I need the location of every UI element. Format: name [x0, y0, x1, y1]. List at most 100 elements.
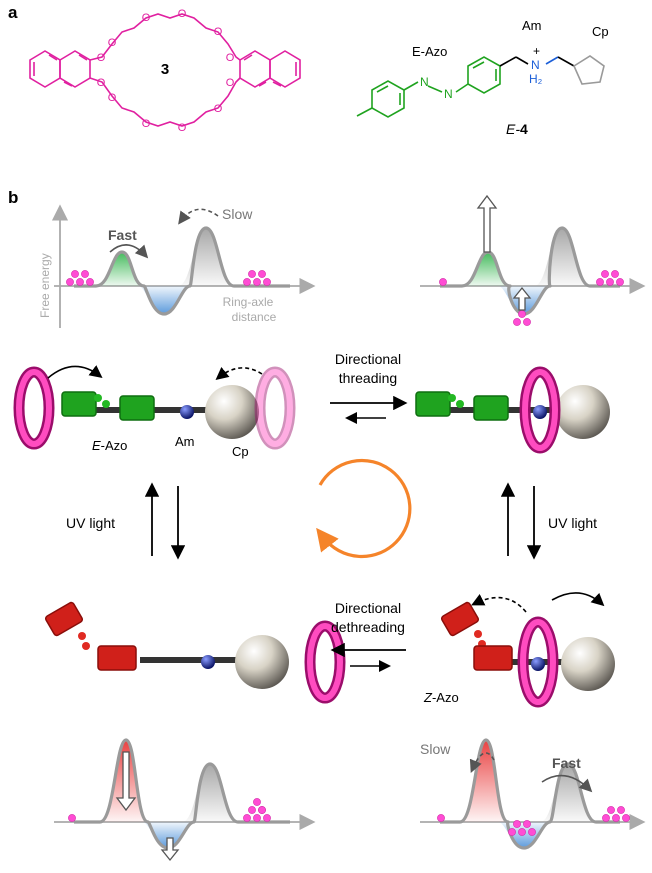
slow-label-top: Slow — [222, 206, 253, 222]
ammonium-charge-label: + — [533, 44, 540, 58]
ring-population-dot — [253, 278, 261, 286]
ring-population-dot — [243, 814, 251, 822]
ring-population-dot — [66, 278, 74, 286]
directional-dethreading-label-2: dethreading — [331, 619, 405, 635]
crown-ether-oxygen-labels: O O O O O O O O O O O O — [97, 8, 235, 134]
slow-arrow-bottom — [469, 752, 495, 773]
ring-population-dot — [523, 820, 531, 828]
well-fill — [138, 286, 190, 314]
oxygen-label: O — [142, 12, 151, 24]
ring-population-dot — [71, 270, 79, 278]
e-azo-axle-threaded — [415, 385, 610, 439]
panel-label-a: a — [8, 3, 18, 22]
hollow-arrow-up-tr-large — [476, 194, 498, 253]
hollow-arrow-up-tr-small — [512, 286, 532, 311]
am-label-b: Am — [175, 434, 195, 449]
fast-arrow-bottom — [541, 774, 593, 793]
ammonium-nitrogen-label: N — [531, 58, 540, 72]
ring-population-dot — [612, 814, 620, 822]
z-azo-axle-threaded — [440, 601, 615, 691]
oxygen-label: O — [214, 103, 223, 115]
cp-label-b: Cp — [232, 444, 249, 459]
energy-profile-top-right — [420, 226, 646, 326]
ring-population-dot — [518, 828, 526, 836]
slow-label-bottom: Slow — [420, 741, 451, 757]
ring-population-dot — [437, 814, 445, 822]
ring-population-dot — [513, 820, 521, 828]
ring-population-dot — [86, 278, 94, 286]
magenta-ring-threaded-top — [519, 366, 561, 454]
panel-label-b: b — [8, 188, 18, 207]
ring-population-dot — [253, 814, 261, 822]
z-azo-axle-bottom-left — [44, 601, 289, 689]
z-azo-label: Z-Azo — [423, 690, 459, 705]
ring-axle-distance-label-line1: Ring-axle — [223, 295, 274, 309]
slow-arrow-top — [178, 208, 219, 225]
ring-population-dot — [81, 270, 89, 278]
ring-population-dot — [263, 278, 271, 286]
ring-population-dot — [263, 814, 271, 822]
well-fill — [142, 822, 194, 848]
ammonium-h2-label: H₂ — [529, 72, 543, 86]
ring-population-dot — [513, 318, 521, 326]
energy-curve — [74, 226, 290, 316]
ring-population-dot — [439, 278, 447, 286]
axle-compound-label: E-4 — [506, 121, 528, 137]
oxygen-label: O — [108, 37, 117, 49]
fast-arrow-top — [109, 244, 149, 259]
uv-light-label-right: UV light — [548, 515, 597, 531]
ring-population-dot — [602, 814, 610, 822]
crown-ether-3-structure — [29, 13, 301, 127]
energy-profile-bottom-left — [54, 738, 316, 850]
azo-nitrogen-label: N — [444, 87, 453, 101]
threading-arrow-solid — [47, 365, 103, 379]
axle-atom-labels: N N N + H₂ — [420, 44, 543, 101]
cp-label-a: Cp — [592, 24, 609, 39]
oxygen-label: O — [178, 8, 187, 20]
ring-population-dot — [601, 270, 609, 278]
magenta-ring-left — [13, 366, 55, 450]
ring-population-dot — [76, 278, 84, 286]
threading-arrow-dashed — [215, 366, 263, 381]
fast-label-top: Fast — [108, 227, 137, 243]
hollow-arrow-down-bl-large — [115, 751, 137, 812]
oxygen-label: O — [97, 52, 106, 64]
azo-nitrogen-label: N — [420, 75, 429, 89]
e-azo-label-b: E-Azo — [92, 438, 127, 453]
oxygen-label: O — [108, 92, 117, 104]
e-azo-label-a: E-Azo — [412, 44, 447, 59]
ring-population-dot — [606, 278, 614, 286]
axle-e4-structure — [356, 55, 605, 118]
directional-threading-label-1: Directional — [335, 351, 401, 367]
ring-population-dot — [528, 828, 536, 836]
ring-population-dot — [616, 278, 624, 286]
e-azo-axle-top-left — [61, 385, 259, 439]
ring-population-dot — [248, 806, 256, 814]
energy-profile-top-left — [51, 204, 316, 328]
magenta-ring-threaded-bottom — [517, 616, 559, 708]
ring-population-dot — [596, 278, 604, 286]
directional-dethreading-label-1: Directional — [335, 600, 401, 616]
dethreading-arrow-solid — [551, 592, 605, 607]
ring-axle-distance-label-line2: distance — [232, 310, 277, 324]
free-energy-axis-label: Free energy — [38, 253, 52, 318]
ring-population-dot — [258, 270, 266, 278]
magenta-ring-free-bottom — [304, 620, 346, 704]
crown-ether-number: 3 — [161, 61, 169, 78]
oxygen-label: O — [97, 77, 106, 89]
uv-light-label-left: UV light — [66, 515, 115, 531]
ring-population-dot — [523, 318, 531, 326]
oxygen-label: O — [142, 118, 151, 130]
fast-label-bottom: Fast — [552, 755, 581, 771]
ring-population-dot — [518, 310, 526, 318]
dethreading-arrow-dashed — [471, 593, 527, 613]
ring-population-dot — [258, 806, 266, 814]
ring-population-dot — [508, 828, 516, 836]
ring-population-dot — [253, 798, 261, 806]
ring-population-dot — [68, 814, 76, 822]
hollow-arrow-down-bl-small — [160, 837, 180, 862]
oxygen-label: O — [214, 26, 223, 38]
ring-population-dot — [622, 814, 630, 822]
energy-profile-bottom-right — [420, 738, 646, 850]
